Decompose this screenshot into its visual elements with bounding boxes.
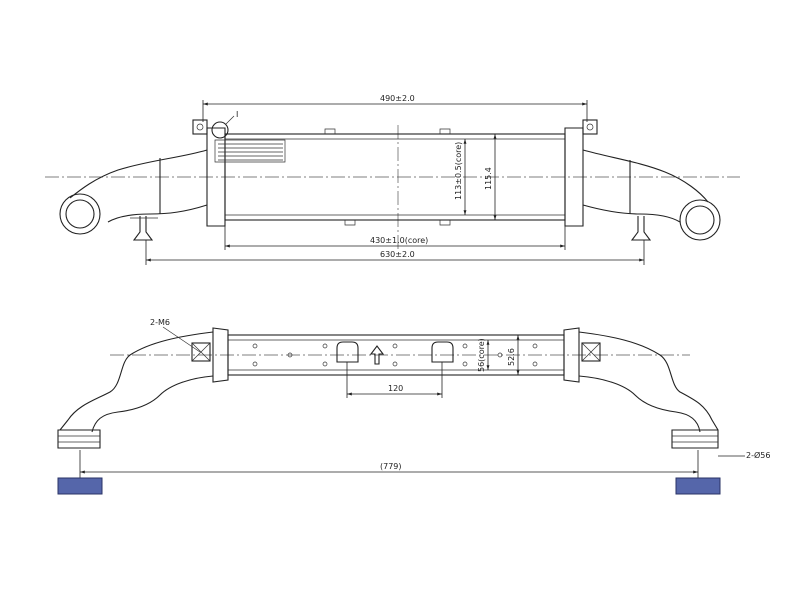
detail-marker-label: I: [236, 110, 238, 119]
top-right-outlet-pipe: [582, 149, 709, 223]
dim-490-label: 490±2.0: [380, 94, 415, 103]
front-left-pipe: [59, 331, 214, 433]
flow-arrow-icon: [369, 345, 385, 365]
label-pipe-diameter: 2-Ø56: [746, 450, 770, 460]
top-right-pipe-end: [679, 199, 721, 241]
right-foot-pad: [675, 477, 721, 495]
dim-56-label: 56(core): [477, 338, 486, 372]
dim-52-label: 52.6: [507, 348, 516, 366]
top-left-pipe-end: [59, 193, 101, 235]
detail-I-circle: [211, 121, 229, 139]
front-left-tank: [212, 327, 229, 383]
dim-430-label: 430±1.0(core): [370, 236, 428, 245]
top-left-inlet-pipe: [69, 149, 208, 223]
dim-120-label: 120: [388, 384, 403, 393]
front-right-tank: [563, 327, 580, 383]
front-view: 2-M6 120 56(core) 52.6 (779) 2-Ø56: [57, 318, 770, 495]
core-mount-holes: [252, 343, 538, 367]
front-bracket-left: [336, 341, 359, 363]
front-right-pipe: [578, 331, 719, 433]
fin-hatch: [214, 139, 286, 163]
dim-630-label: 630±2.0: [380, 250, 415, 259]
dim-113-label: 113±0.5(core): [454, 142, 463, 200]
top-view: I 490±2.0 430±1.0(core): [45, 94, 740, 265]
label-2-M6: 2-M6: [150, 318, 170, 327]
dim-115-label: 115.4: [484, 167, 493, 190]
top-right-tank: [564, 127, 584, 227]
left-foot-pad: [57, 477, 103, 495]
dim-779-label: (779): [380, 462, 402, 471]
front-bracket-right: [431, 341, 454, 363]
